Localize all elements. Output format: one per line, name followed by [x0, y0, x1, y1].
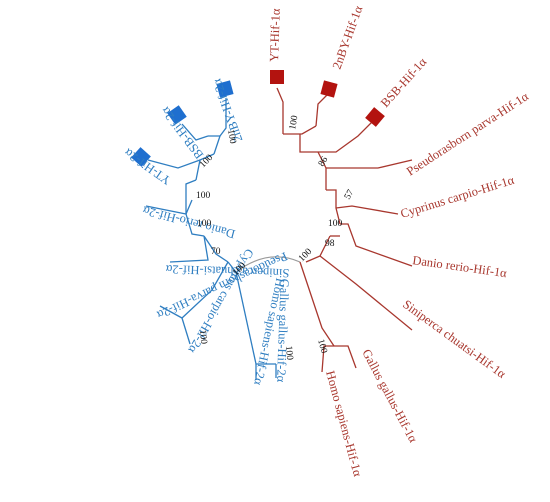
hif1-branch-2nby	[315, 93, 329, 127]
hif1-branch-gg	[334, 345, 357, 369]
hif2-branch-yt	[147, 159, 201, 169]
hif1-branch-tetrapod	[299, 261, 335, 347]
hif1-branch-pp	[326, 159, 413, 169]
hif1-node-fish	[305, 235, 331, 263]
bootstrap-blue-cyprinid: 100	[197, 219, 212, 229]
leaf-label-dr-hif1: Danio rerio-Hif-1α	[412, 253, 509, 280]
leaf-label-gg-hif2: Gallus gallus-Hif-2α	[274, 279, 292, 383]
hif2-branch-sc	[169, 235, 209, 263]
bootstrap-blue-dr: 100	[196, 191, 211, 201]
hif2-branch-bsb	[181, 123, 209, 141]
bootstrap-red-cc: 57	[343, 188, 357, 201]
hif1-marker-bsb	[365, 107, 385, 127]
hif2-node-dr	[185, 179, 197, 214]
hif1-branch-bsb-joint	[283, 125, 317, 135]
hif1-clade: YT-Hif-1α 2nBY-Hif-1α BSB-Hif-1α Pseudor…	[267, 4, 531, 479]
hif1-marker-yt	[270, 70, 284, 84]
bootstrap-blue-triad: 100	[225, 129, 237, 145]
hif2-node-triad-yt	[195, 153, 215, 181]
bootstrap-red-yt-2nby: 100	[288, 115, 300, 131]
hif2-branch-cc	[181, 317, 191, 345]
leaf-label-bsb-hif1: BSB-Hif-1α	[378, 55, 430, 110]
leaf-label-hs-hif1: Homo sapiens-Hif-1α	[323, 369, 365, 478]
hif1-marker-2nby	[320, 80, 338, 98]
hif1-branch-cc	[335, 205, 399, 215]
hif2-marker-bsb	[167, 105, 187, 125]
leaf-label-gg-hif1: Gallus gallus-Hif-1α	[359, 347, 420, 445]
bootstrap-blue-tetrapod: 100	[283, 345, 294, 360]
bootstrap-red-dr: 100	[328, 219, 343, 229]
hif1-node-triad	[317, 151, 327, 190]
leaf-label-sc-hif1: Siniperca chuatsi-Hif-1α	[400, 297, 509, 381]
leaf-label-cc-hif1: Cyprinus carpio-Hif-1α	[399, 173, 516, 221]
bootstrap-red-tetrapod: 100	[315, 338, 328, 355]
bootstrap-red-fish: 98	[325, 239, 335, 249]
hif2-branch-root	[227, 261, 237, 273]
leaf-label-yt-hif1: YT-Hif-1α	[267, 8, 283, 62]
bootstrap-blue-ppcc: 100	[197, 329, 208, 344]
hif1-node-cc	[326, 189, 341, 225]
hif2-marker-2nby	[216, 80, 234, 98]
hif2-branch-ppcc	[181, 261, 229, 319]
leaf-label-yt-hif2: YT-Hif-2α	[121, 145, 173, 187]
hif2-branch-2nby	[219, 98, 227, 137]
leaf-label-sc-hif2: Siniperca chuatsi-Hif-2α	[165, 262, 289, 280]
hif1-branch-sc	[319, 255, 413, 331]
hif1-branch-hs	[321, 345, 334, 373]
hif1-node-yt2nby	[299, 134, 310, 153]
bootstrap-blue-sc: 70	[211, 247, 221, 257]
hif2-branch-pp	[159, 305, 183, 319]
root-arc	[235, 256, 301, 273]
hif1-branch-dr	[340, 223, 413, 267]
bootstrap-red-triad-pp: 86	[317, 155, 331, 168]
leaf-label-pp-hif1: Pseudorasborn parva-Hif-1α	[404, 89, 531, 178]
hif2-marker-yt	[131, 147, 151, 167]
hif1-branch-bsb	[310, 121, 373, 153]
hif1-branch-yt	[276, 87, 284, 134]
hif2-node-sc	[203, 235, 229, 263]
leaf-label-2nby-hif1: 2nBY-Hif-1α	[330, 4, 366, 71]
hif2-node-triad	[208, 135, 221, 155]
hif2-node-cyprinid	[185, 213, 205, 237]
hif2-clade: 2nBY-Hif-2α BSB-Hif-2α YT-Hif-2α Danio r…	[121, 77, 294, 387]
